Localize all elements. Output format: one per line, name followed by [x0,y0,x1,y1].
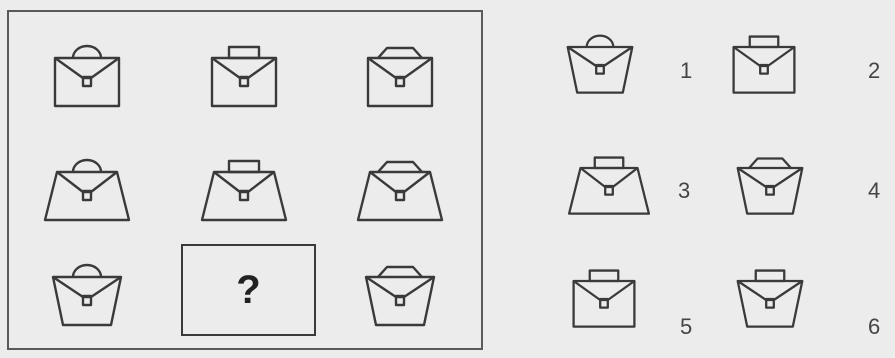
matrix-r2c1-bag-icon [42,142,132,242]
bag-flap [370,172,430,192]
option-1-bag-icon[interactable] [555,16,645,116]
bag-flap [55,58,119,78]
option-3-bag-icon[interactable] [564,137,654,237]
bag-flap [581,168,638,187]
option-number-2[interactable]: 2 [868,60,880,82]
bag-body [202,172,286,220]
handle-trapezoid [378,267,422,277]
option-2-bag-icon[interactable] [719,16,809,116]
bag-flap [734,47,795,66]
bag-flap [212,58,276,78]
bag-flap [214,172,274,192]
handle-rect [595,158,624,168]
handle-rect [750,37,779,47]
bag-flap [366,277,434,297]
option-number-5[interactable]: 5 [680,316,692,338]
handle-rect [229,161,259,172]
matrix-r3c1-bag-icon [42,247,132,347]
question-mark: ? [236,270,260,310]
matrix-r1c2-bag-icon [199,28,289,128]
bag-body [569,168,649,214]
bag-flap [574,281,635,300]
bag-flap [368,58,432,78]
matrix-r2c3-bag-icon [355,142,445,242]
option-6-bag-icon[interactable] [725,250,815,350]
bag-body [45,172,129,220]
handle-rect [756,271,785,281]
matrix-r1c1-bag-icon [42,28,132,128]
option-number-4[interactable]: 4 [868,180,880,202]
handle-rect [590,271,619,281]
option-number-6[interactable]: 6 [868,316,880,338]
bag-flap [568,47,633,66]
handle-arc [73,46,101,58]
bag-flap [738,168,803,187]
handle-trapezoid [749,159,791,169]
option-4-bag-icon[interactable] [725,137,815,237]
handle-arc [587,36,614,47]
handle-arc [73,160,101,172]
matrix-r3c3-bag-icon [355,247,445,347]
option-number-3[interactable]: 3 [678,180,690,202]
bag-flap [53,277,121,297]
bag-body [358,172,442,220]
handle-arc [73,265,101,277]
option-5-bag-icon[interactable] [559,250,649,350]
matrix-r2c2-bag-icon [199,142,289,242]
handle-rect [229,47,259,58]
bag-flap [57,172,117,192]
missing-cell-box[interactable]: ? [181,244,316,336]
bag-flap [738,281,803,300]
matrix-r1c3-bag-icon [355,28,445,128]
option-number-1[interactable]: 1 [680,60,692,82]
handle-trapezoid [378,162,422,172]
handle-trapezoid [378,48,422,58]
